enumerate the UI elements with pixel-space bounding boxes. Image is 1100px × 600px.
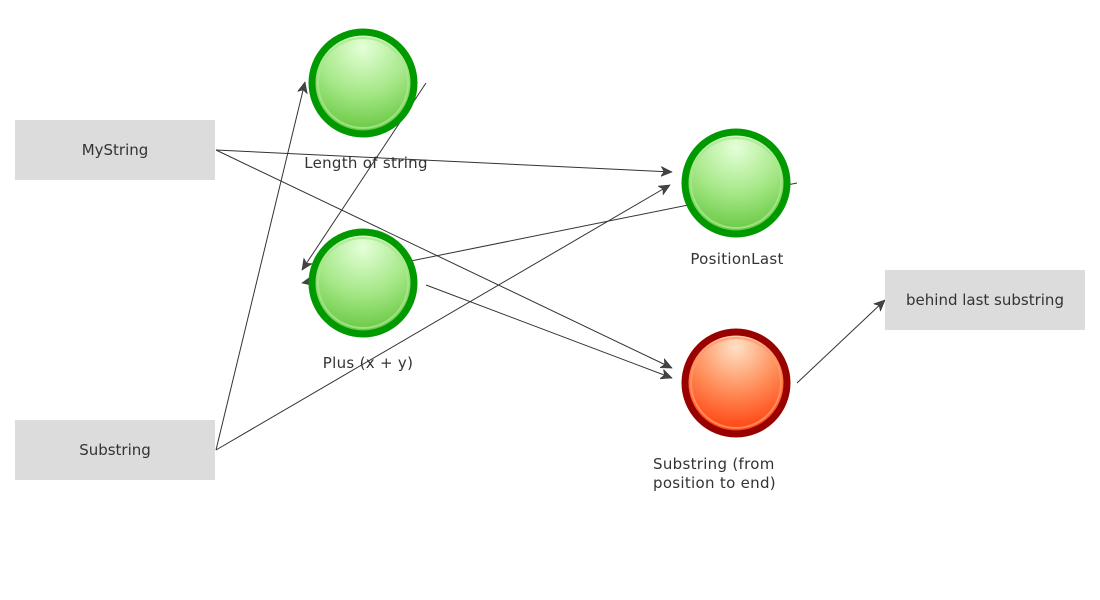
operation-label-substrfrom-1: Substring (from <box>653 455 775 473</box>
node-label: behind last substring <box>906 291 1064 309</box>
operation-label-length: Length of string <box>304 154 428 172</box>
input-node-mystring[interactable]: MyString <box>15 120 215 180</box>
edge-plus-to-substrfrom[interactable] <box>425 284 672 378</box>
edge-substring-to-positionlast[interactable] <box>215 184 670 451</box>
output-node-behind[interactable]: behind last substring <box>885 270 1085 330</box>
edge-substring-to-length[interactable] <box>215 82 305 451</box>
node-label: Substring <box>79 441 151 459</box>
operation-label-substrfrom-2: position to end) <box>653 474 776 492</box>
input-node-substring[interactable]: Substring <box>15 420 215 480</box>
edge-mystring-to-substrfrom[interactable] <box>215 149 672 369</box>
edge-substrfrom-to-behind[interactable] <box>796 300 885 384</box>
operation-node-length[interactable] <box>308 28 418 138</box>
operation-node-substrfrom[interactable] <box>681 328 791 438</box>
operation-label-positionlast: PositionLast <box>690 250 784 268</box>
operation-node-plus[interactable] <box>308 228 418 338</box>
operation-node-positionlast[interactable] <box>681 128 791 238</box>
operation-label-plus: Plus (x + y) <box>322 354 414 372</box>
edge-mystring-to-positionlast[interactable] <box>215 149 672 172</box>
node-label: MyString <box>81 141 149 159</box>
